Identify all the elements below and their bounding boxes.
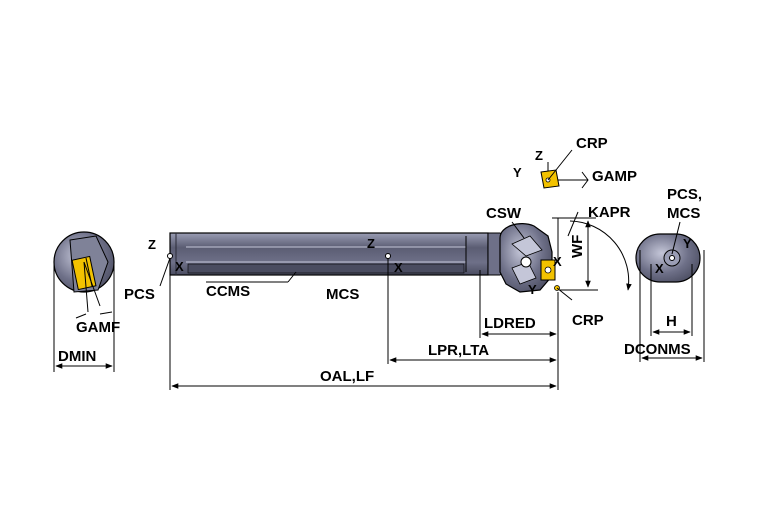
dmin-label: DMIN [58,348,96,365]
oal-lf-label: OAL,LF [320,368,374,385]
h-label: H [666,313,677,330]
pcs-mcs-label-line1: PCS, [667,186,702,203]
pcs-axes: Z X PCS [124,237,184,303]
wf-label: WF [569,235,586,258]
mcs-label: MCS [326,286,359,303]
ccms-callout: CCMS [206,271,297,300]
lpr-lta-label: LPR,LTA [428,342,489,359]
insert-detail: Z Y CRP GAMP [513,135,637,189]
pcs-x-label: X [175,259,184,274]
right-end-view: PCS, MCS Y X H DCONMS [624,186,705,362]
kapr-arc [569,220,632,291]
end-view-insert [71,255,97,291]
pcs-z-label: Z [148,237,156,252]
gamp-label: GAMP [592,168,637,185]
mcs-x-label: X [394,260,403,275]
head-annotations: CSW X Y CRP WF KAPR [486,204,632,329]
mcs-z-label: Z [367,236,375,251]
insert-y-label: Y [513,165,522,180]
pcs-mcs-label-line2: MCS [667,205,700,222]
bottom-dimensions: LDRED LPR,LTA OAL,LF [169,262,559,390]
left-end-view: GAMF DMIN [53,231,120,372]
csw-label: CSW [486,205,522,222]
pcs-label: PCS [124,286,155,303]
ccms-label: CCMS [206,283,250,300]
end-x-label: X [655,261,664,276]
mcs-axes: Z X MCS [326,236,403,364]
end-y-label: Y [683,236,692,251]
insert-z-label: Z [535,148,543,163]
dconms-label: DCONMS [624,341,691,358]
crp-bottom-label: CRP [572,312,604,329]
gamf-label: GAMF [76,319,120,336]
head-y-label: Y [528,282,537,297]
kapr-label: KAPR [588,204,631,221]
gamf-line [83,261,89,313]
ldred-label: LDRED [484,315,536,332]
boring-bar [169,223,560,293]
crp-top-label: CRP [576,135,608,152]
